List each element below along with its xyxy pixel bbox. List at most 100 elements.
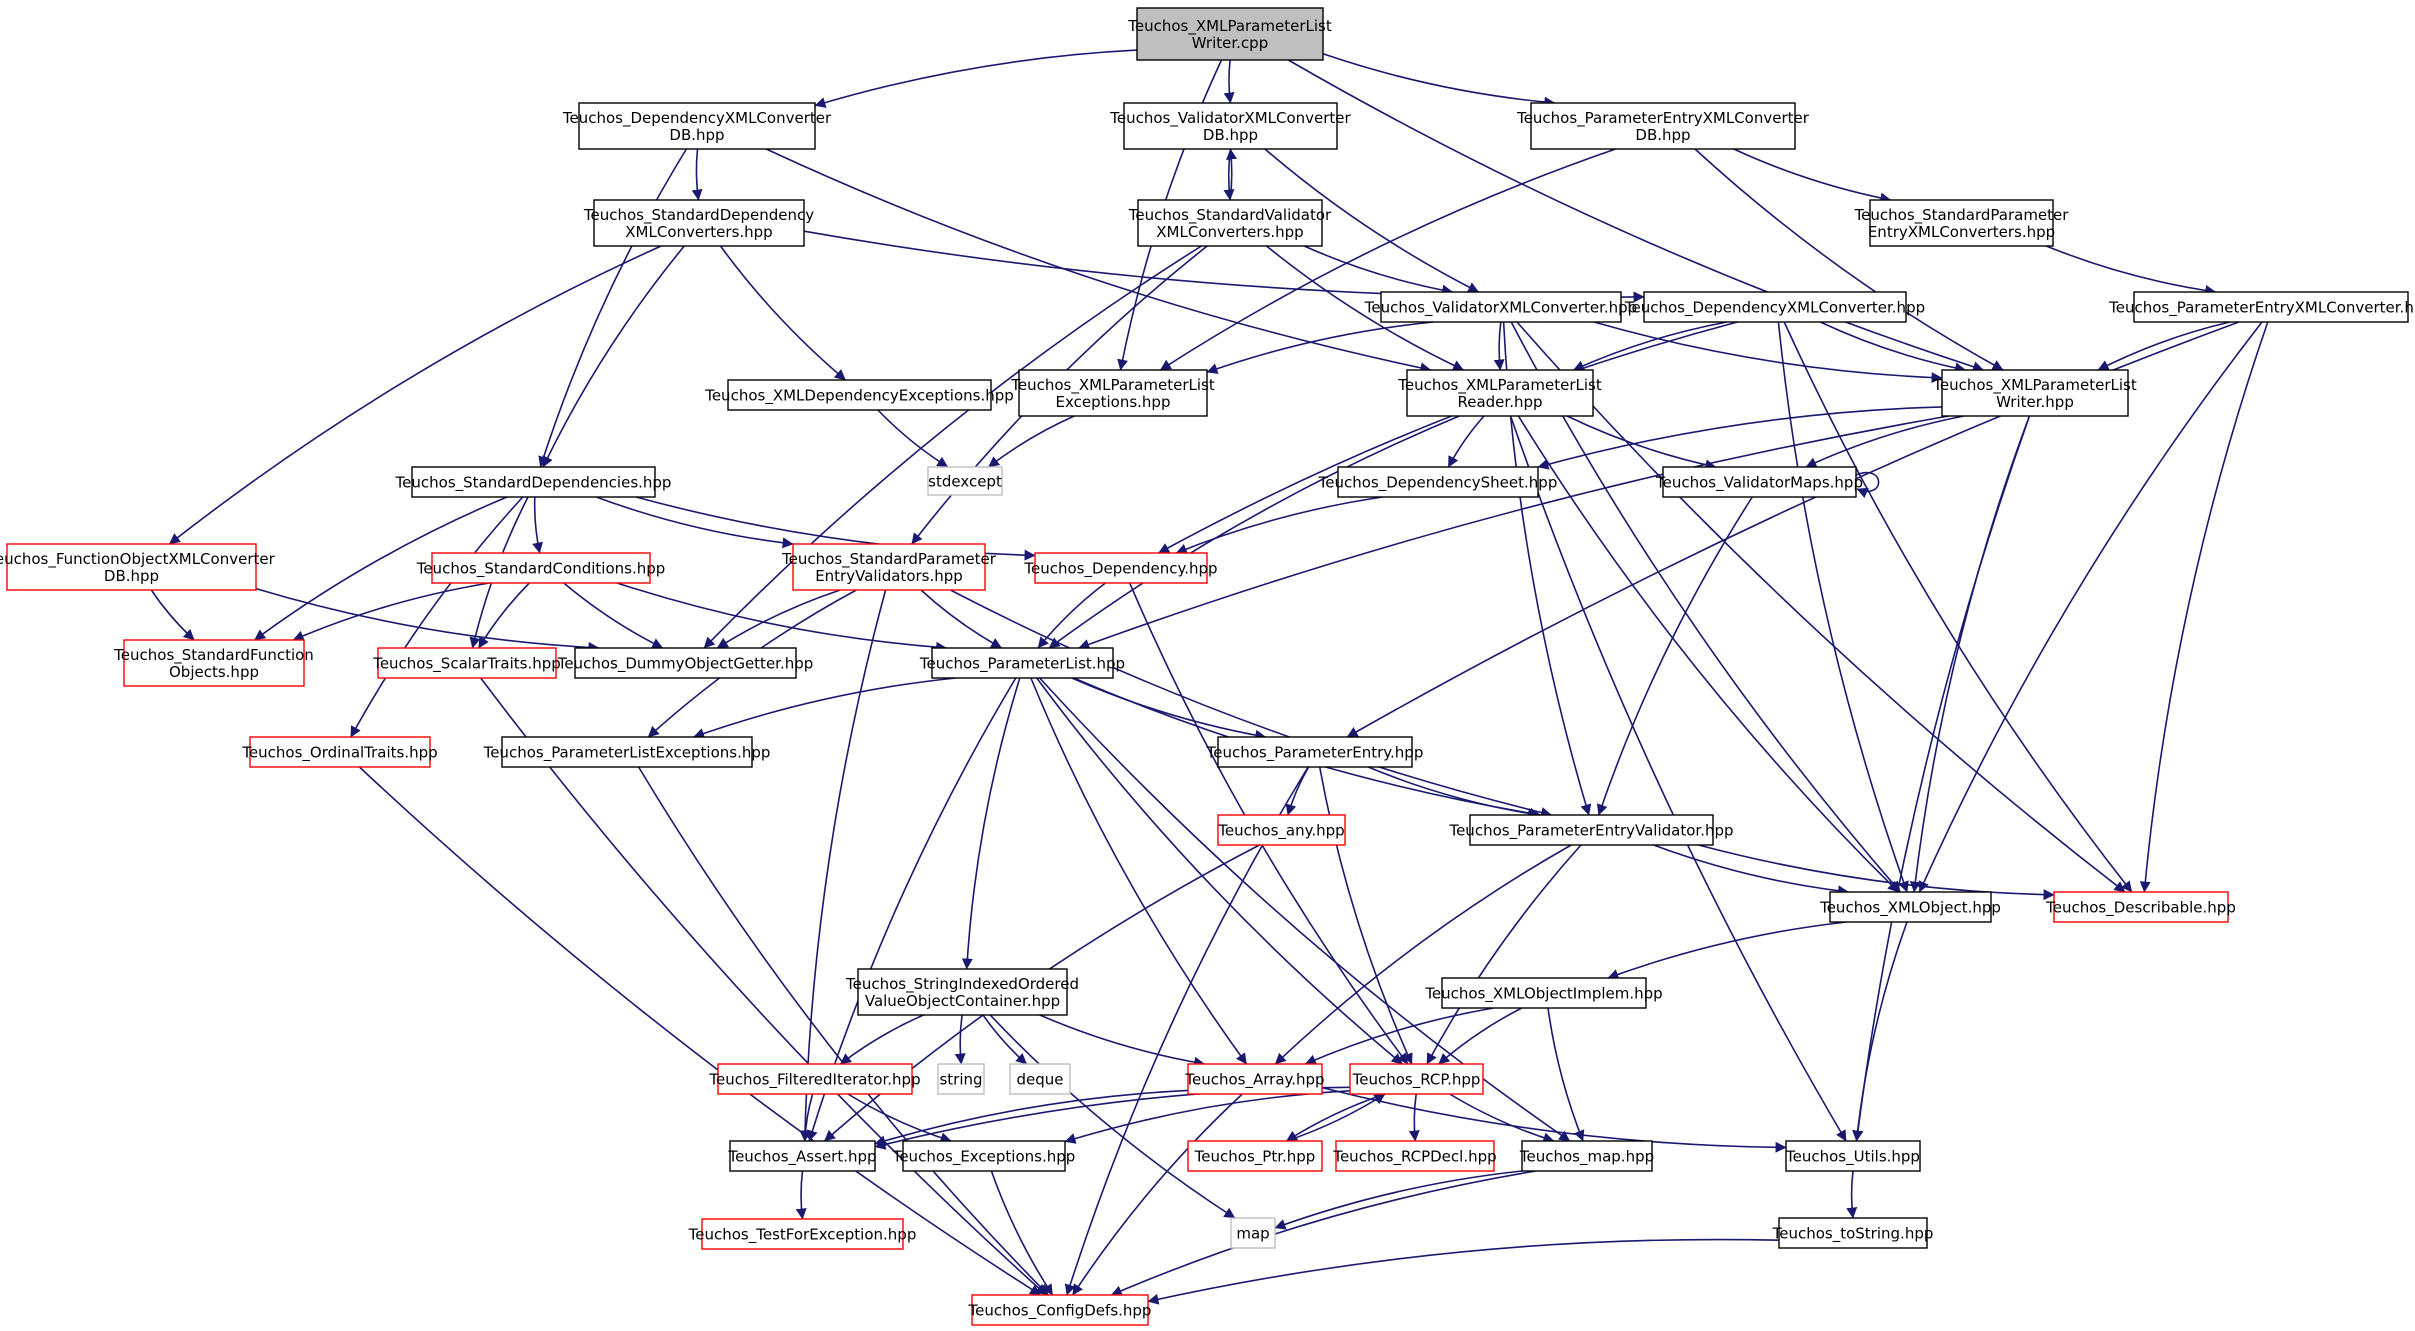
node-box [1009, 1063, 1071, 1095]
node-filtiter[interactable]: Teuchos_FilteredIterator.hpp [708, 1063, 921, 1095]
node-peconv[interactable]: Teuchos_ParameterEntryXMLConverter.hpp [2108, 291, 2415, 323]
node-utils[interactable]: Teuchos_Utils.hpp [1785, 1140, 1921, 1172]
edge-xmlobjimpl-to-rcp [1438, 1007, 1523, 1065]
edge-paramlist-to-array [1030, 677, 1248, 1065]
node-string[interactable]: string [937, 1063, 985, 1095]
node-xmldepexc[interactable]: Teuchos_XMLDependencyExceptions.hpp [704, 379, 1014, 411]
node-configdefs[interactable]: Teuchos_ConfigDefs.hpp [968, 1294, 1152, 1326]
edge-depconvdb-to-stddepconv [691, 148, 703, 201]
node-stdpeconv[interactable]: Teuchos_StandardParameterEntryXMLConvert… [1854, 199, 2070, 247]
node-map_hpp[interactable]: Teuchos_map.hpp [1519, 1140, 1654, 1172]
edge-xmlplreader-to-utils [1509, 415, 1847, 1142]
node-array[interactable]: Teuchos_Array.hpp [1184, 1063, 1325, 1095]
edge-peconv-to-describable [2139, 321, 2269, 893]
edge-stdvalconv-to-xmlplreader [1265, 245, 1464, 371]
edge-stdvalconv-to-valconv [1303, 245, 1454, 296]
node-stdpev[interactable]: Teuchos_StandardParameterEntryValidators… [781, 543, 997, 591]
node-stdcond[interactable]: Teuchos_StandardConditions.hpp [416, 552, 666, 584]
edge-stdpev-to-dummyobj [716, 589, 841, 649]
node-stddepconv[interactable]: Teuchos_StandardDependencyXMLConverters.… [583, 199, 814, 247]
node-label-line: Teuchos_StandardDependencies.hpp [395, 473, 672, 492]
node-plexc[interactable]: Teuchos_ParameterListExceptions.hpp [483, 736, 771, 768]
node-dummyobj[interactable]: Teuchos_DummyObjectGetter.hpp [557, 647, 814, 679]
node-box [593, 199, 805, 247]
node-deque[interactable]: deque [1009, 1063, 1071, 1095]
edge-fnobjconv-to-dummyobj [255, 587, 600, 653]
edge-depconv-to-xmlplreader [1572, 321, 1728, 371]
edge-stddepconv-to-xmldepexc [719, 245, 847, 381]
node-map[interactable]: map [1230, 1217, 1276, 1249]
node-label-line: Teuchos_Exceptions.hpp [892, 1147, 1076, 1166]
node-valconv[interactable]: Teuchos_ValidatorXMLConverter.hpp [1364, 291, 1637, 323]
node-stddeps[interactable]: Teuchos_StandardDependencies.hpp [395, 466, 672, 498]
node-rcpdecl[interactable]: Teuchos_RCPDecl.hpp [1332, 1140, 1497, 1172]
node-scalartraits[interactable]: Teuchos_ScalarTraits.hpp [372, 647, 561, 679]
edge-siovoc-to-deque [982, 1014, 1028, 1065]
edge-stdpev-to-paramlist [920, 589, 1003, 649]
node-ptr[interactable]: Teuchos_Ptr.hpp [1187, 1140, 1323, 1172]
node-pentry[interactable]: Teuchos_ParameterEntry.hpp [1206, 736, 1424, 768]
node-box [857, 968, 1068, 1016]
node-depsheet[interactable]: Teuchos_DependencySheet.hpp [1318, 466, 1558, 498]
node-assert[interactable]: Teuchos_Assert.hpp [727, 1140, 877, 1172]
node-exceptions[interactable]: Teuchos_Exceptions.hpp [892, 1140, 1076, 1172]
edge-peconvdb-to-stdpeconv [1733, 148, 1892, 204]
edge-siovoc-to-map [989, 1014, 1236, 1219]
edge-rcp-to-ptr [1286, 1093, 1386, 1142]
node-stdexcept[interactable]: stdexcept [927, 466, 1003, 496]
node-testforexc[interactable]: Teuchos_TestForException.hpp [688, 1218, 917, 1250]
edge-paramlist-to-pentry [1071, 677, 1267, 741]
edge-siovoc-to-string [954, 1014, 966, 1065]
node-xmlobjimpl[interactable]: Teuchos_XMLObjectImplem.hpp [1424, 977, 1663, 1009]
edge-pev-to-array [1274, 844, 1572, 1065]
node-tostring[interactable]: Teuchos_toString.hpp [1772, 1217, 1934, 1249]
node-pev[interactable]: Teuchos_ParameterEntryValidator.hpp [1448, 814, 1734, 846]
node-label-line: Teuchos_ParameterEntryValidator.hpp [1448, 821, 1733, 840]
edge-stddeps-to-stdfnobj [254, 496, 508, 641]
node-any[interactable]: Teuchos_any.hpp [1217, 814, 1346, 846]
node-box [1521, 1140, 1653, 1172]
node-rcp[interactable]: Teuchos_RCP.hpp [1349, 1063, 1484, 1095]
node-valmaps[interactable]: Teuchos_ValidatorMaps.hpp [1655, 466, 1863, 498]
node-box [411, 466, 656, 498]
node-paramlist[interactable]: Teuchos_ParameterList.hpp [919, 647, 1125, 679]
node-box [1349, 1063, 1484, 1095]
node-box [1137, 199, 1323, 247]
edge-stddepconv-to-stddeps [542, 245, 685, 468]
edge-peconv-to-xmlplwriter [2097, 321, 2230, 371]
edge-valconv-to-xmlplwriter [1593, 321, 1943, 384]
edge-valmaps-to-pev [1596, 496, 1753, 816]
node-depconv[interactable]: Teuchos_DependencyXMLConverter.hpp [1624, 291, 1925, 323]
node-label-line: string [939, 1070, 982, 1088]
node-siovoc[interactable]: Teuchos_StringIndexedOrderedValueObjectC… [845, 968, 1079, 1016]
node-xmlobj[interactable]: Teuchos_XMLObject.hpp [1819, 891, 2001, 923]
node-box [717, 1063, 913, 1095]
edge-scalartraits-to-configdefs [480, 677, 1047, 1296]
node-box [1785, 1140, 1921, 1172]
edge-xmlobj-to-xmlobjimpl [1607, 921, 1847, 980]
node-label-line: Teuchos_ConfigDefs.hpp [968, 1301, 1152, 1320]
edge-ptr-to-rcp [1286, 1093, 1386, 1142]
node-stdvalconv[interactable]: Teuchos_StandardValidatorXMLConverters.h… [1128, 199, 1332, 247]
node-label-line: Teuchos_ValidatorXMLConverter [1109, 109, 1351, 128]
node-describable[interactable]: Teuchos_Describable.hpp [2045, 891, 2236, 923]
edge-array-to-assert [874, 1089, 1189, 1147]
edge-xmlobj-to-utils [1852, 921, 1908, 1142]
node-dependency[interactable]: Teuchos_Dependency.hpp [1023, 552, 1218, 584]
node-label-line: Teuchos_Utils.hpp [1785, 1147, 1920, 1166]
edge-stdpeconv-to-peconv [2045, 245, 2217, 296]
node-box [501, 736, 753, 768]
node-label-line: Teuchos_ParameterListExceptions.hpp [483, 743, 771, 762]
node-ordtraits[interactable]: Teuchos_OrdinalTraits.hpp [241, 736, 438, 768]
edge-stdvalconv-to-dummyobj [703, 245, 1202, 649]
node-label-line: Teuchos_OrdinalTraits.hpp [241, 743, 437, 762]
